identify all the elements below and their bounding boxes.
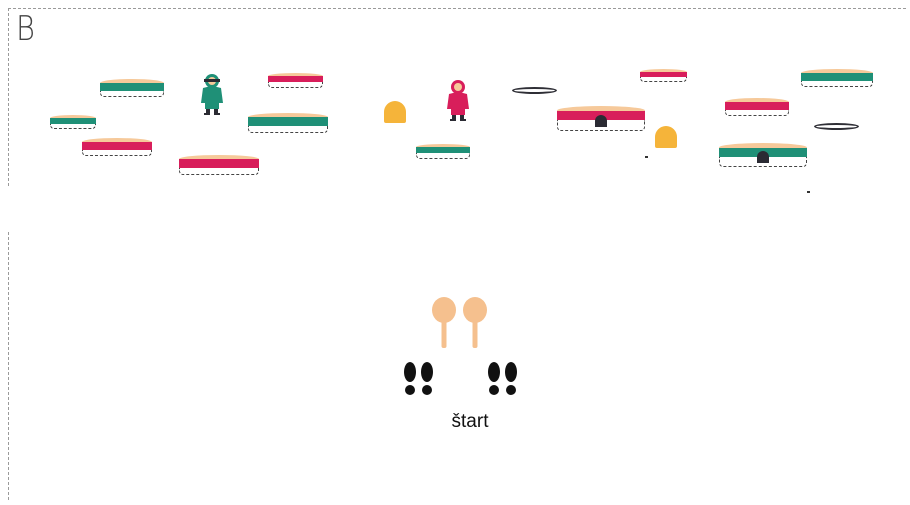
teal-disc-with-arch <box>719 143 807 167</box>
paddle-icon <box>463 297 487 348</box>
teal-disc <box>801 69 873 88</box>
pink-person-icon <box>447 80 469 121</box>
small-mark <box>807 191 810 193</box>
pink-disc <box>179 155 259 175</box>
top-dashed-border <box>8 8 906 9</box>
pink-disc <box>640 69 687 82</box>
pink-disc-with-arch <box>557 106 645 131</box>
pink-disc <box>82 138 152 156</box>
teal-disc <box>416 144 470 160</box>
footprint-icon <box>488 362 517 395</box>
pink-disc <box>268 73 323 88</box>
cone-icon <box>655 126 677 148</box>
cone-icon <box>384 101 406 123</box>
teal-disc <box>100 79 164 97</box>
paddle-icon <box>432 297 456 348</box>
start-label: štart <box>451 411 489 432</box>
left-dashed-border-lower <box>8 232 9 500</box>
pink-disc <box>725 98 789 116</box>
small-mark <box>645 156 648 158</box>
ring-icon <box>512 87 557 94</box>
teal-disc <box>248 113 328 133</box>
ring-icon <box>814 123 859 130</box>
section-letter: B <box>16 9 35 49</box>
left-dashed-border-upper <box>8 8 9 186</box>
teal-person-icon <box>201 74 223 115</box>
teal-disc <box>50 115 96 129</box>
footprint-icon <box>404 362 433 395</box>
